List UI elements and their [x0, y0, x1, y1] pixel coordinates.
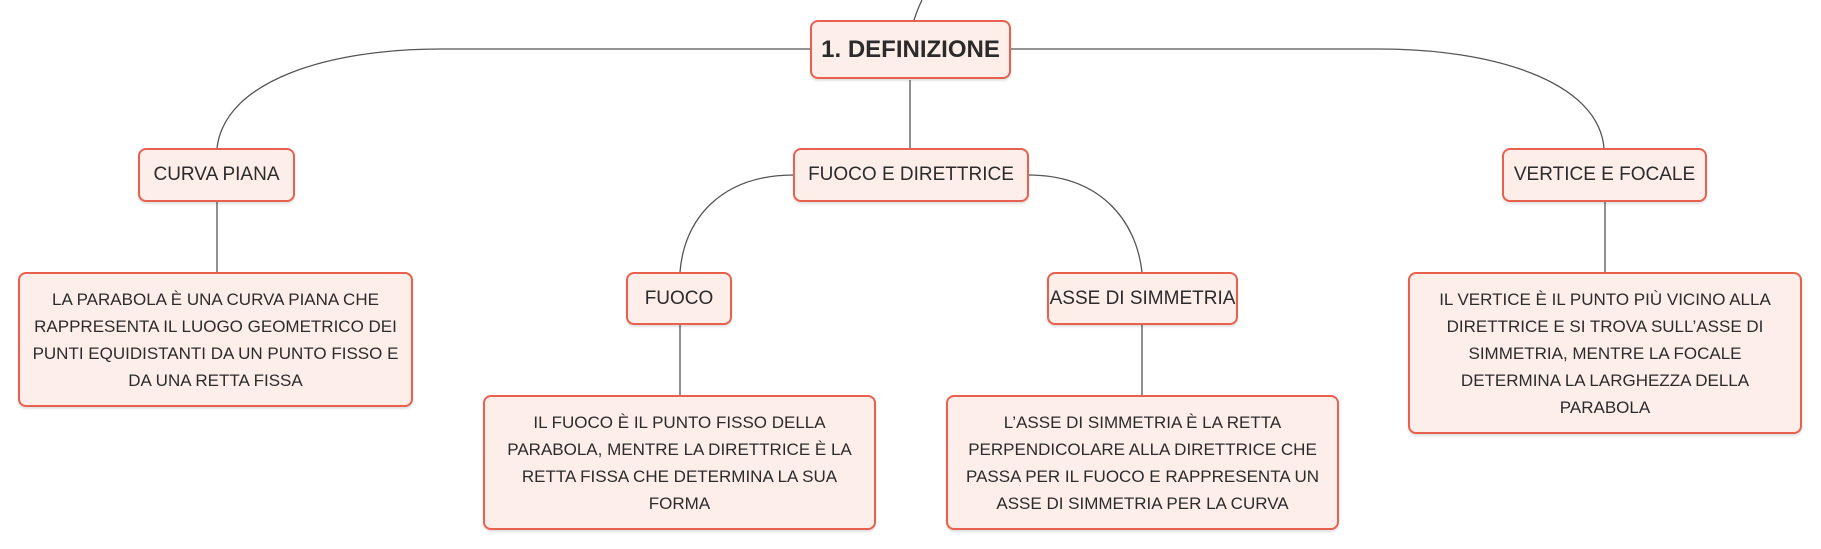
description-text: L’ASSE DI SIMMETRIA È LA RETTA PERPENDIC… — [966, 412, 1319, 513]
topic-node-vertice-e-focale[interactable]: VERTICE E FOCALE — [1502, 148, 1707, 202]
description-node-vertice-e-focale[interactable]: IL VERTICE È IL PUNTO PIÙ VICINO ALLA DI… — [1408, 272, 1802, 434]
subtopic-node-asse-di-simmetria[interactable]: ASSE DI SIMMETRIA — [1047, 272, 1238, 325]
subtopic-node-fuoco[interactable]: FUOCO — [626, 272, 732, 325]
description-text: IL VERTICE È IL PUNTO PIÙ VICINO ALLA DI… — [1439, 289, 1771, 417]
topic-node-curva-piana[interactable]: CURVA PIANA — [138, 148, 295, 202]
topic-label: FUOCO E DIRETTRICE — [808, 164, 1014, 185]
description-node-asse-di-simmetria[interactable]: L’ASSE DI SIMMETRIA È LA RETTA PERPENDIC… — [946, 395, 1339, 530]
edge-parent-to-root — [913, 0, 923, 21]
description-text: IL FUOCO È IL PUNTO FISSO DELLA PARABOLA… — [507, 412, 852, 513]
topic-label: CURVA PIANA — [153, 164, 280, 185]
description-node-fuoco[interactable]: IL FUOCO È IL PUNTO FISSO DELLA PARABOLA… — [483, 395, 876, 530]
edge-fd-asse — [1027, 174, 1143, 273]
root-node[interactable]: 1. DEFINIZIONE — [810, 20, 1011, 79]
edge-root-curva-piana — [216, 48, 810, 149]
edge-fd-fuoco — [679, 174, 795, 273]
topic-label: VERTICE E FOCALE — [1513, 164, 1696, 185]
root-label: 1. DEFINIZIONE — [821, 35, 1000, 63]
subtopic-label: ASSE DI SIMMETRIA — [1049, 287, 1236, 309]
topic-node-fuoco-e-direttrice[interactable]: FUOCO E DIRETTRICE — [793, 148, 1029, 202]
description-text: LA PARABOLA È UNA CURVA PIANA CHE RAPPRE… — [32, 289, 399, 390]
subtopic-label: FUOCO — [644, 287, 714, 309]
description-node-curva-piana[interactable]: LA PARABOLA È UNA CURVA PIANA CHE RAPPRE… — [18, 272, 413, 407]
edge-root-vertice-focale — [1010, 48, 1605, 149]
